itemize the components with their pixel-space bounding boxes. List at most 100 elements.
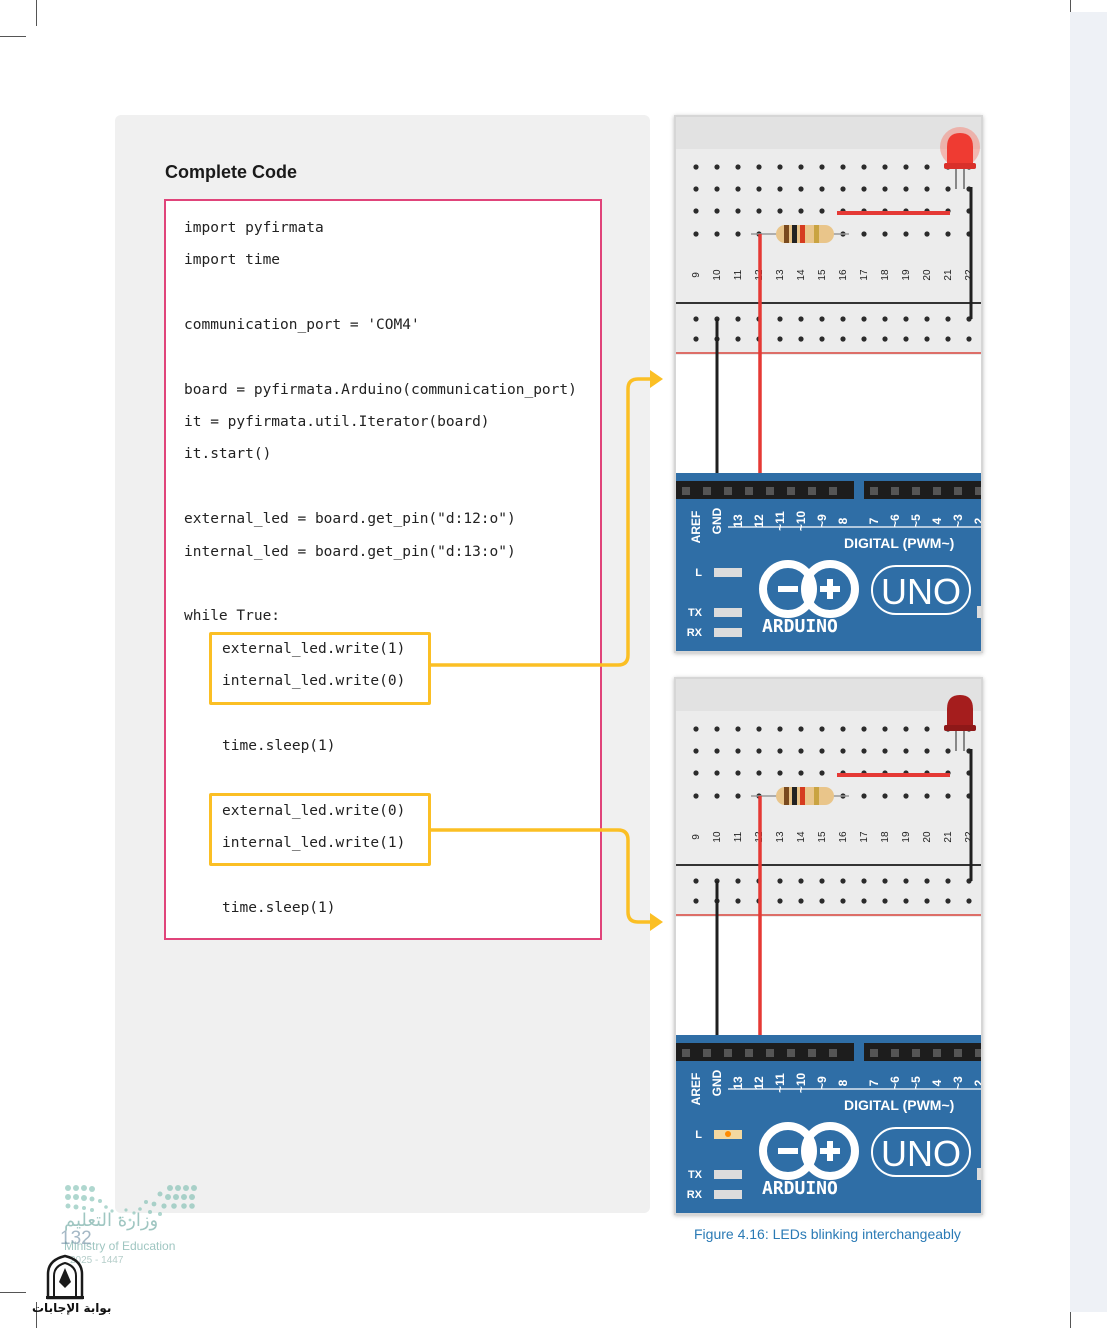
header-pin (891, 1049, 899, 1057)
header-pin-label: 2 (972, 517, 983, 524)
code-line: external_led.write(0) (222, 803, 406, 819)
code-line: internal_led = board.get_pin("d:13:o") (184, 544, 516, 560)
breadboard-column-label: 20 (922, 831, 933, 843)
indicator-label: TX (688, 1169, 703, 1181)
breadboard-hole (735, 208, 741, 214)
breadboard-hole (777, 898, 783, 904)
header-pin-label: 12 (752, 514, 766, 528)
breadboard-hole (693, 231, 699, 237)
breadboard-hole (924, 898, 930, 904)
circuit-figure-1: 910111213141516171819202122AREFGND1312~1… (674, 115, 983, 653)
code-line: time.sleep(1) (222, 900, 336, 916)
breadboard-hole (798, 726, 804, 732)
breadboard-hole (777, 208, 783, 214)
breadboard-hole (840, 316, 846, 322)
breadboard-hole (966, 898, 972, 904)
breadboard-hole (924, 336, 930, 342)
breadboard-hole (882, 878, 888, 884)
breadboard-hole (924, 164, 930, 170)
breadboard-hole (861, 336, 867, 342)
serial-led-indicator (714, 1190, 742, 1199)
header-pin-label: 8 (836, 517, 850, 524)
serial-led-indicator (714, 608, 742, 617)
header-pin (954, 487, 962, 495)
breadboard-hole (798, 748, 804, 754)
code-line: external_led.write(1) (222, 641, 406, 657)
board-edge-connector (977, 1168, 981, 1180)
breadboard-hole (735, 878, 741, 884)
breadboard-hole (924, 793, 930, 799)
breadboard-hole (924, 748, 930, 754)
header-pin (975, 1049, 981, 1057)
breadboard-hole (882, 748, 888, 754)
ministry-dots-logo (65, 1185, 197, 1222)
breadboard-hole (735, 336, 741, 342)
breadboard-hole (714, 164, 720, 170)
header-pin (870, 1049, 878, 1057)
header-strip (676, 481, 854, 499)
breadboard-hole (693, 748, 699, 754)
breadboard-hole (693, 208, 699, 214)
header-pin-label: ~5 (909, 514, 923, 528)
breadboard-hole (798, 208, 804, 214)
header-pin (745, 487, 753, 495)
breadboard-hole (840, 726, 846, 732)
breadboard-hole (798, 878, 804, 884)
resistor-band (792, 225, 797, 243)
breadboard-hole (945, 793, 951, 799)
breadboard-hole (735, 726, 741, 732)
breadboard-hole (798, 186, 804, 192)
breadboard-hole (924, 231, 930, 237)
breadboard-hole (819, 898, 825, 904)
breadboard-hole (693, 186, 699, 192)
code-title: Complete Code (165, 162, 298, 182)
breadboard-hole (903, 336, 909, 342)
breadboard-hole (777, 726, 783, 732)
breadboard-top-edge (676, 679, 981, 711)
header-pin (766, 487, 774, 495)
breadboard-column-label: 10 (712, 269, 723, 281)
header-pin-label: ~9 (815, 1076, 829, 1090)
code-line: while True: (184, 608, 281, 624)
breadboard-hole (693, 878, 699, 884)
crop-mark (0, 36, 26, 37)
circuit-figure-2: 910111213141516171819202122AREFGND1312~1… (674, 677, 983, 1215)
breadboard-hole (777, 770, 783, 776)
breadboard-hole (840, 336, 846, 342)
uno-badge (871, 1127, 971, 1177)
code-line: communication_port = 'COM4' (184, 317, 420, 333)
breadboard-hole (861, 186, 867, 192)
breadboard-hole (693, 726, 699, 732)
header-pin-label: GND (710, 1069, 724, 1096)
breadboard-hole (714, 186, 720, 192)
breadboard-hole (777, 316, 783, 322)
header-pin-label: ~3 (951, 514, 965, 528)
breadboard-column-label: 9 (691, 272, 702, 278)
breadboard-hole (861, 748, 867, 754)
breadboard-hole (819, 770, 825, 776)
code-line: internal_led.write(0) (222, 673, 406, 689)
breadboard-hole (735, 748, 741, 754)
breadboard-hole (903, 164, 909, 170)
arduino-logo-icon (801, 1122, 859, 1180)
breadboard-hole (861, 164, 867, 170)
breadboard-hole (903, 186, 909, 192)
header-pin (975, 487, 981, 495)
breadboard-hole (693, 793, 699, 799)
breadboard-column-label: 13 (775, 831, 786, 843)
breadboard-column-label: 18 (880, 831, 891, 843)
breadboard-hole (882, 316, 888, 322)
breadboard-hole (903, 898, 909, 904)
breadboard-hole (714, 770, 720, 776)
gap-area (676, 355, 981, 473)
breadboard-hole (714, 231, 720, 237)
header-pin (745, 1049, 753, 1057)
breadboard-hole (819, 726, 825, 732)
breadboard-hole (693, 770, 699, 776)
serial-led-indicator (714, 628, 742, 637)
breadboard-hole (777, 748, 783, 754)
arrow-connector-bottom (431, 828, 652, 924)
highlight-box-first (209, 632, 431, 705)
resistor-band (800, 787, 805, 805)
header-pin-label: 4 (930, 517, 944, 524)
